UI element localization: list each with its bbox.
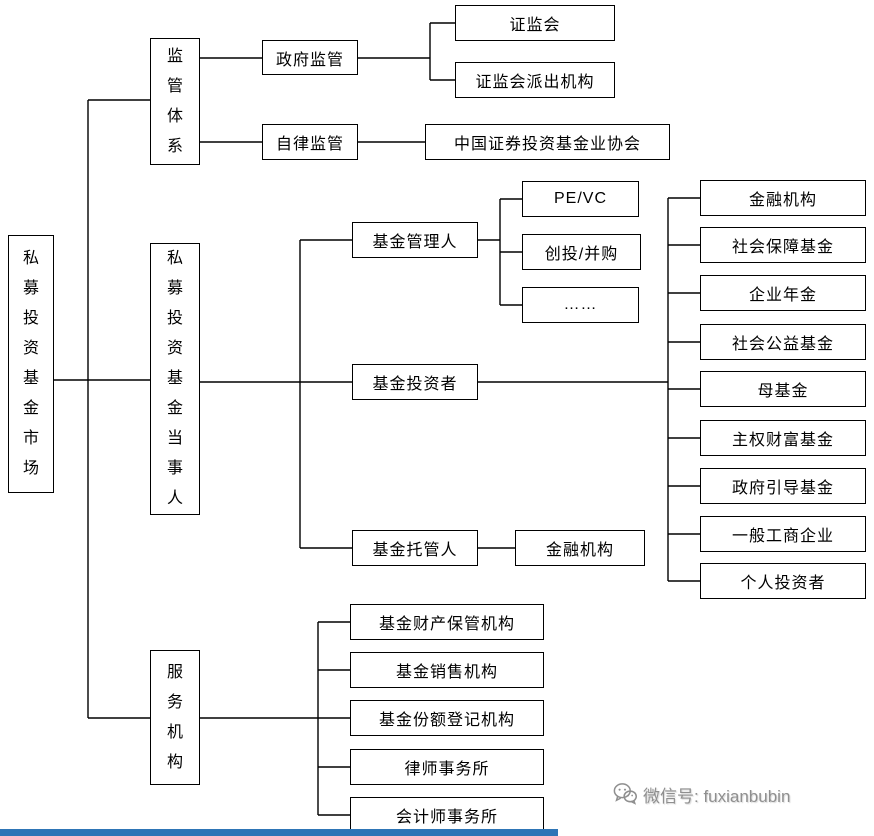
node-investor-fund-of-funds: 母基金: [700, 371, 866, 407]
node-service-property-custody: 基金财产保管机构: [350, 604, 544, 640]
node-fund-custodian: 基金托管人: [352, 530, 478, 566]
node-investor-individual-investors: 个人投资者: [700, 563, 866, 599]
node-service-accounting-firm: 会计师事务所: [350, 797, 544, 833]
node-government-regulation: 政府监管: [262, 40, 358, 75]
node-manager-type-ellipsis: ……: [522, 287, 639, 323]
node-fund-investor: 基金投资者: [352, 364, 478, 400]
node-fund-manager: 基金管理人: [352, 222, 478, 258]
node-investor-sovereign-wealth-fund: 主权财富基金: [700, 420, 866, 456]
node-custodian-financial-institutions: 金融机构: [515, 530, 645, 566]
node-service-share-registration: 基金份额登记机构: [350, 700, 544, 736]
node-amac: 中国证券投资基金业协会: [425, 124, 670, 160]
node-investor-public-welfare-fund: 社会公益基金: [700, 324, 866, 360]
node-investor-general-enterprises: 一般工商企业: [700, 516, 866, 552]
node-csrc: 证监会: [455, 5, 615, 41]
wechat-icon: [612, 781, 638, 807]
node-service-sales-agency: 基金销售机构: [350, 652, 544, 688]
node-investor-financial-institutions: 金融机构: [700, 180, 866, 216]
watermark-text: 微信号: fuxianbubin: [643, 786, 791, 806]
node-investor-government-guidance-fund: 政府引导基金: [700, 468, 866, 504]
node-root: 私 募 投 资 基 金 市 场: [8, 235, 54, 493]
bottom-accent-bar: [0, 829, 558, 836]
node-investor-enterprise-annuity: 企业年金: [700, 275, 866, 311]
node-regulatory-system: 监 管 体 系: [150, 38, 200, 165]
node-investor-social-security-fund: 社会保障基金: [700, 227, 866, 263]
node-self-regulation: 自律监管: [262, 124, 358, 160]
node-service-institutions: 服 务 机 构: [150, 650, 200, 785]
node-service-law-firm: 律师事务所: [350, 749, 544, 785]
node-csrc-dispatched-agencies: 证监会派出机构: [455, 62, 615, 98]
watermark: 微信号: fuxianbubin: [612, 781, 790, 807]
node-manager-type-pe-vc: PE/VC: [522, 181, 639, 217]
node-manager-type-vc-ma: 创投/并购: [522, 234, 641, 270]
node-fund-parties: 私 募 投 资 基 金 当 事 人: [150, 243, 200, 515]
